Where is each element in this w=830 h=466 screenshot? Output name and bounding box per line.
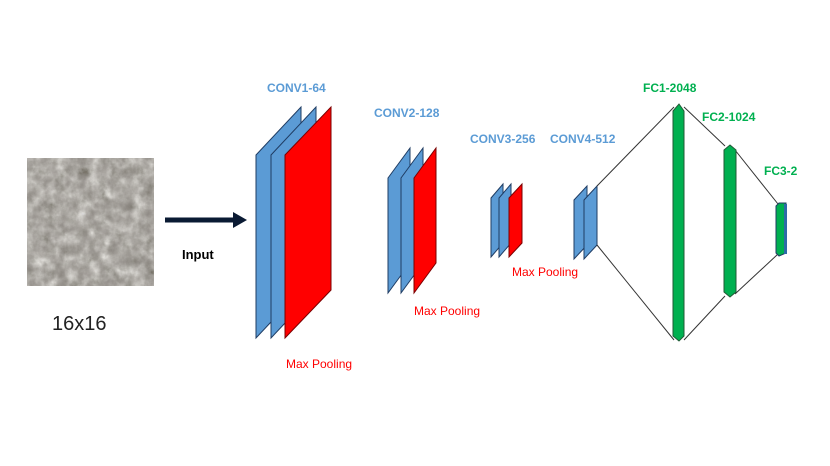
fc1-label: FC1-2048 <box>643 81 697 95</box>
fc3-bar <box>775 202 787 257</box>
pool2-label: Max Pooling <box>414 304 480 318</box>
fc-connector-lines <box>596 106 779 341</box>
input-arrow <box>165 212 247 228</box>
conv3-block <box>490 182 523 259</box>
fc2-label: FC2-1024 <box>702 110 756 124</box>
pool1-label: Max Pooling <box>286 357 352 371</box>
conv4-label: CONV4-512 <box>550 132 616 146</box>
fc1-bar <box>672 103 685 342</box>
input-size-label: 16x16 <box>52 313 107 335</box>
conv1-label: CONV1-64 <box>267 81 326 95</box>
conv3-label: CONV3-256 <box>470 132 536 146</box>
pool3-label: Max Pooling <box>512 265 578 279</box>
fc2-bar <box>723 144 737 298</box>
conv4-block <box>573 184 598 261</box>
conv2-label: CONV2-128 <box>374 106 440 120</box>
input-label: Input <box>182 247 214 262</box>
conv1-block <box>255 105 332 340</box>
fc3-label: FC3-2 <box>764 164 798 178</box>
input-image <box>27 158 154 286</box>
conv2-block <box>387 146 437 295</box>
